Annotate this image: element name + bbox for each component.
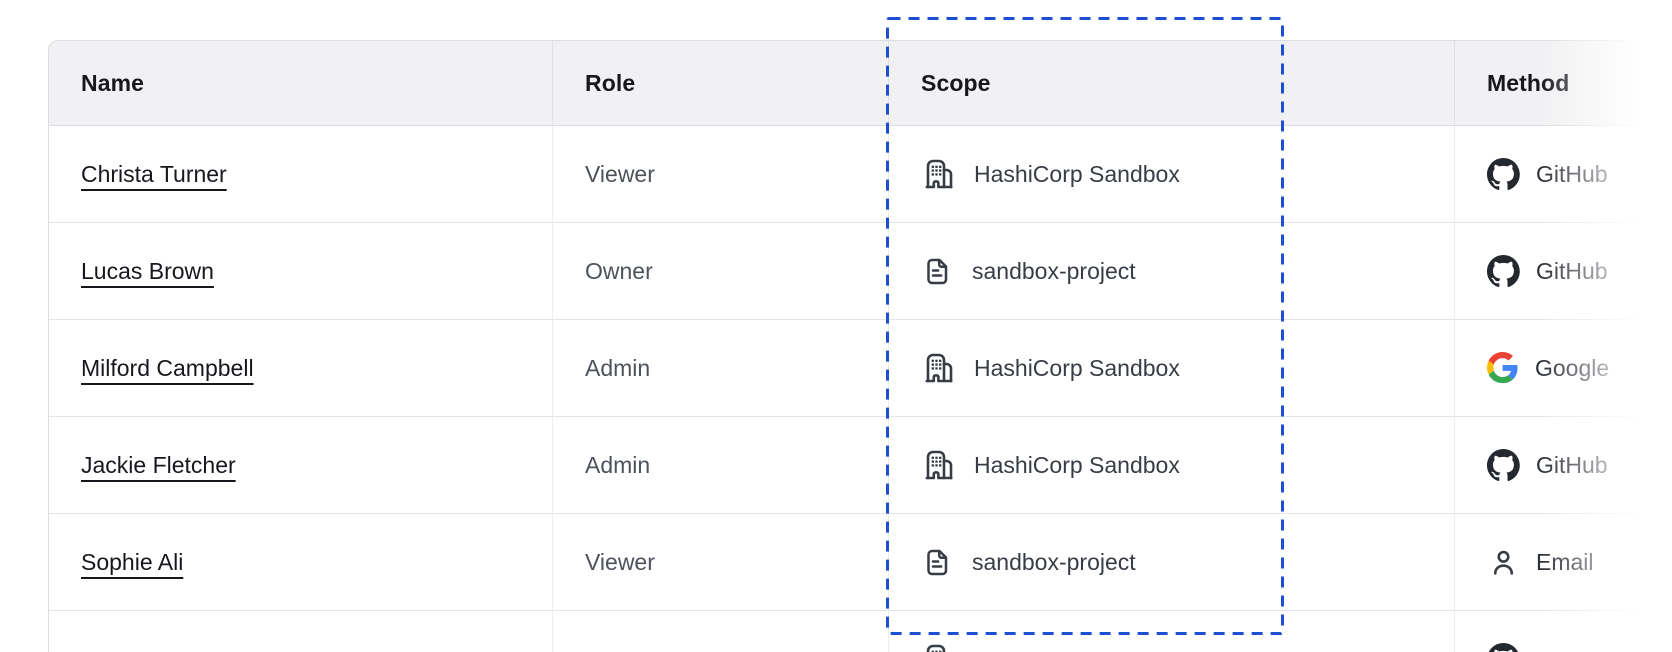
member-name-link[interactable]: Christa Turner [81,160,227,187]
cell-name [48,611,553,652]
column-header-label: Method [1487,69,1570,96]
column-header-name: Name [48,40,553,126]
file-text-icon [927,258,948,285]
column-header-scope: Scope [889,40,1455,126]
method-value: GitHub [1536,451,1608,478]
scope-value: HashiCorp Sandbox [974,160,1180,187]
cell-role: Owner [553,223,889,320]
member-name-link[interactable]: Jackie Fletcher [81,451,236,478]
role-value: Admin [585,451,651,478]
cell-scope: HashiCorp Sandbox [889,320,1455,417]
person-icon [1493,550,1514,575]
cell-name: Jackie Fletcher [48,417,553,514]
method-value: Google [1535,354,1610,381]
scope-value: sandbox-project [972,548,1136,575]
role-value: Owner [585,257,653,284]
method-value: GitHub [1536,160,1608,187]
org-building-icon [925,159,953,189]
github-icon [1487,254,1520,287]
cell-role: Viewer [553,514,889,611]
role-value: Admin [585,354,651,381]
cell-role: Viewer [553,126,889,223]
org-building-icon [925,450,953,480]
cell-scope: sandbox-project [889,514,1455,611]
cell-method: GitHub [1455,223,1672,320]
column-header-role: Role [553,40,889,126]
member-name-link[interactable]: Milford Campbell [81,354,254,381]
role-value: Viewer [585,160,655,187]
member-name-link[interactable]: Sophie Ali [81,548,184,575]
column-header-label: Scope [921,69,991,96]
cell-scope: HashiCorp Sandbox [889,126,1455,223]
cell-method: Google [1455,320,1672,417]
column-header-method: Method [1455,40,1672,126]
cell-scope: sandbox-project [889,223,1455,320]
org-building-icon [925,644,953,652]
cell-method: GitHub [1455,126,1672,223]
column-header-label: Name [81,69,145,96]
org-building-icon [925,353,953,383]
cell-method: Email [1455,514,1672,611]
cell-role: Admin [553,417,889,514]
cell-method: GitHub [1455,417,1672,514]
github-icon [1487,448,1520,481]
cell-scope: HashiCorp Sandbox [889,417,1455,514]
method-value: Email [1536,548,1594,575]
cell-name: Milford Campbell [48,320,553,417]
google-icon [1487,352,1518,384]
members-table: Name Role Scope Method Christa Turner Vi… [48,40,1672,652]
scope-value: HashiCorp Sandbox [974,354,1180,381]
cell-scope [889,611,1455,652]
cell-method [1455,611,1672,652]
cell-role: Admin [553,320,889,417]
scope-value: HashiCorp Sandbox [974,451,1180,478]
column-header-label: Role [585,69,636,96]
cell-name: Christa Turner [48,126,553,223]
file-text-icon [927,549,948,576]
scope-value: sandbox-project [972,257,1136,284]
cell-name: Sophie Ali [48,514,553,611]
method-value: GitHub [1536,257,1608,284]
member-name-link[interactable]: Lucas Brown [81,257,214,284]
cell-name: Lucas Brown [48,223,553,320]
role-value: Viewer [585,548,655,575]
github-icon [1487,157,1520,190]
github-icon [1487,642,1520,652]
cell-role [553,611,889,652]
